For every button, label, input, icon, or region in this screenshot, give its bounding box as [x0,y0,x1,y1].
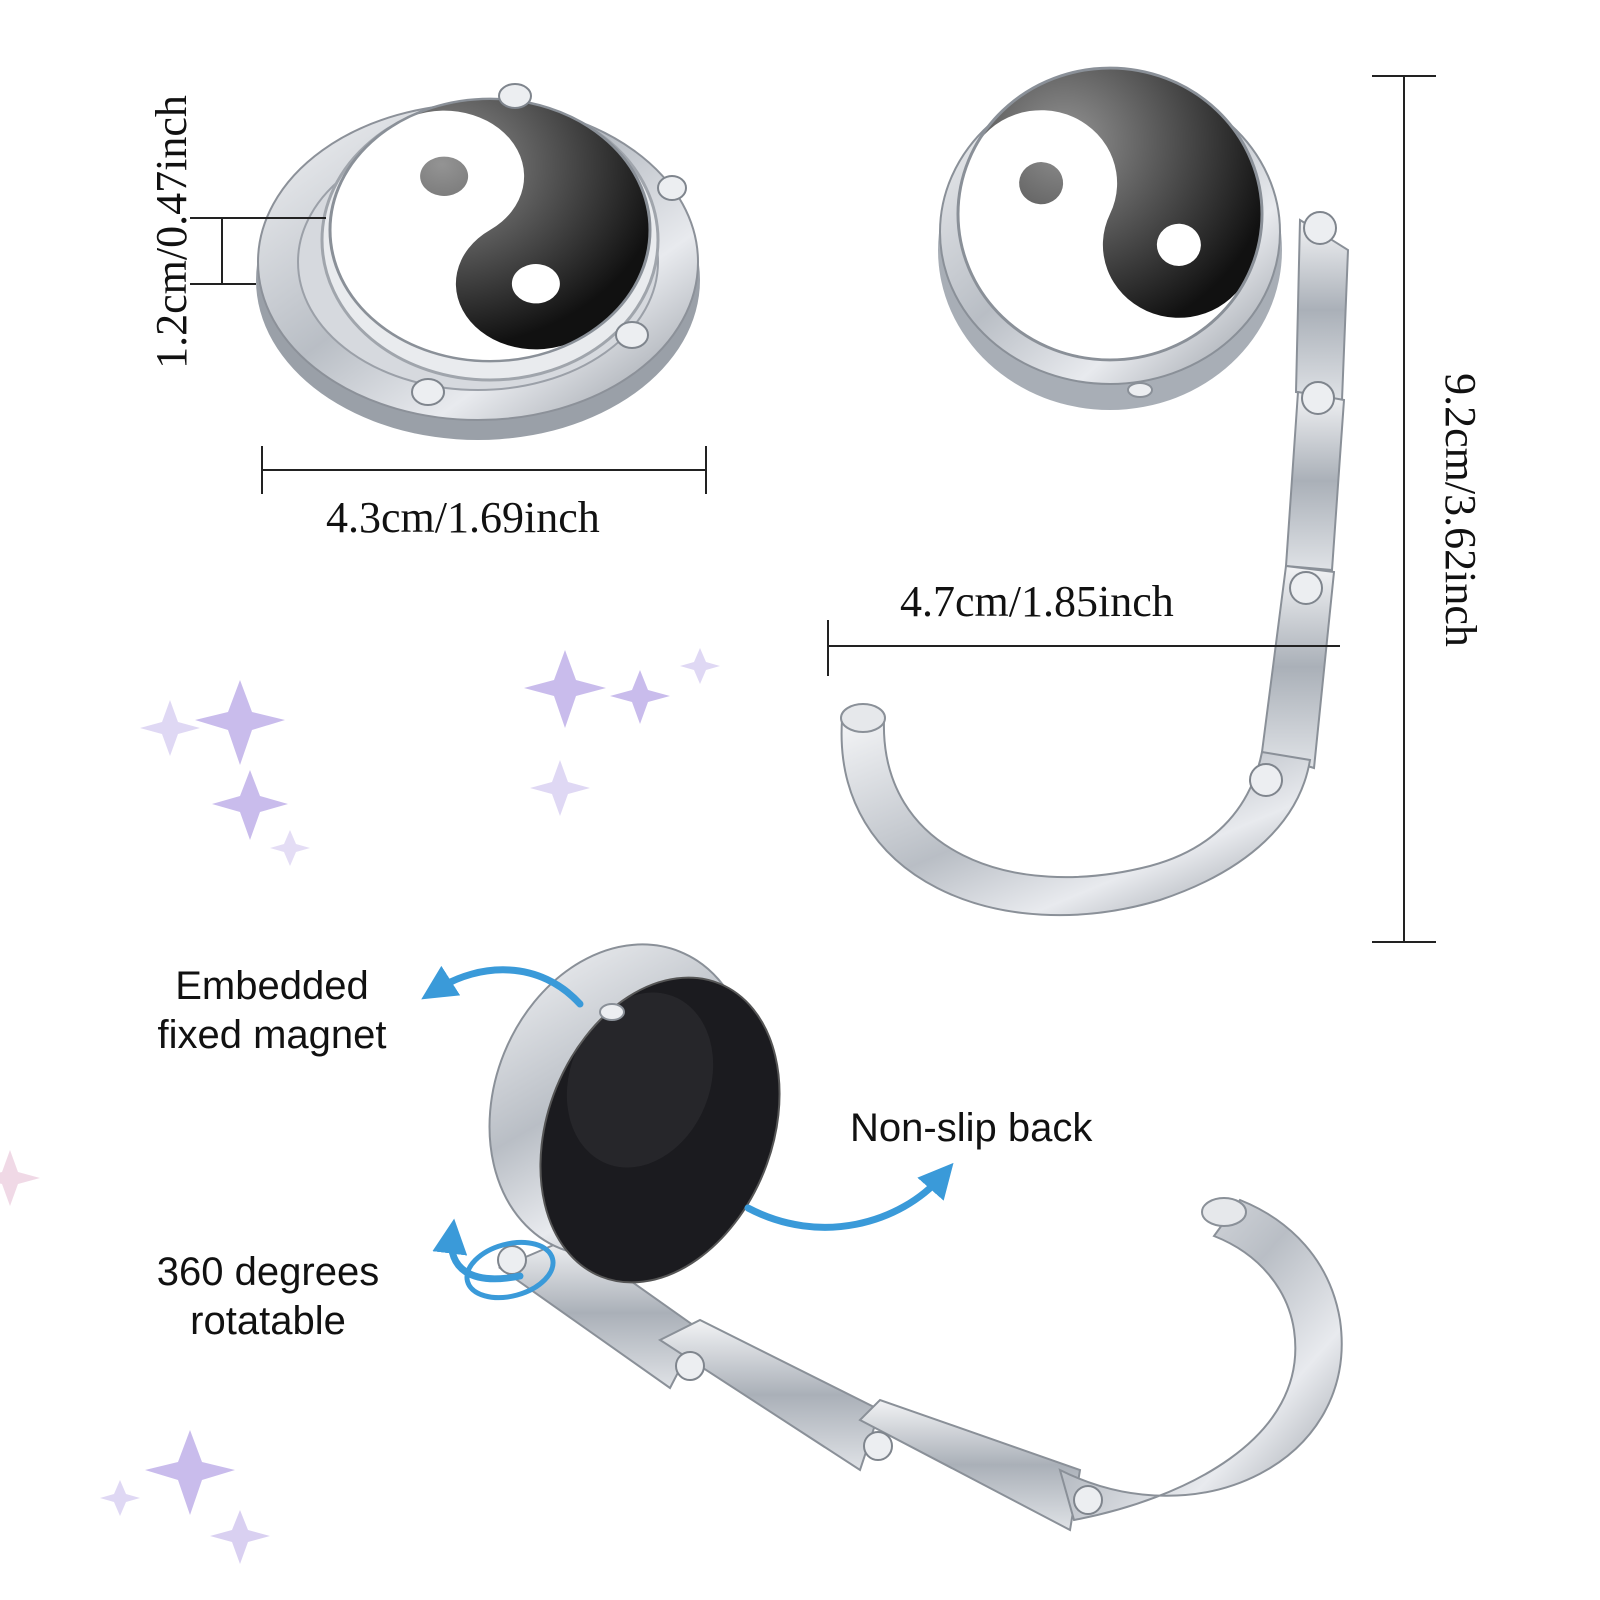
dimension-lines-closed [190,217,707,494]
back-view-product [488,943,1343,1532]
magnet-annotation: Embedded fixed magnet [132,962,412,1060]
non-slip-annotation: Non-slip back [850,1106,1093,1150]
annotation-arrows [421,965,954,1301]
open-hanger-product [840,66,1350,917]
rotatable-annotation-line2: rotatable [190,1298,346,1343]
hook-width-label: 4.7cm/1.85inch [900,577,1174,626]
magnet-annotation-line1: Embedded [175,964,369,1008]
rotatable-annotation-line1: 360 degrees [156,1250,380,1294]
total-length-label: 9.2cm/3.62inch [1436,373,1485,647]
head-width-label: 4.3cm/1.69inch [326,493,600,542]
sparkles-decoration [0,648,720,1564]
dimension-lines-open [827,75,1436,943]
head-thickness-label: 1.2cm/0.47inch [147,95,196,369]
closed-hanger-product [256,83,700,440]
rotatable-annotation: 360 degrees rotatable [128,1248,408,1346]
magnet-annotation-line2: fixed magnet [157,1012,387,1057]
